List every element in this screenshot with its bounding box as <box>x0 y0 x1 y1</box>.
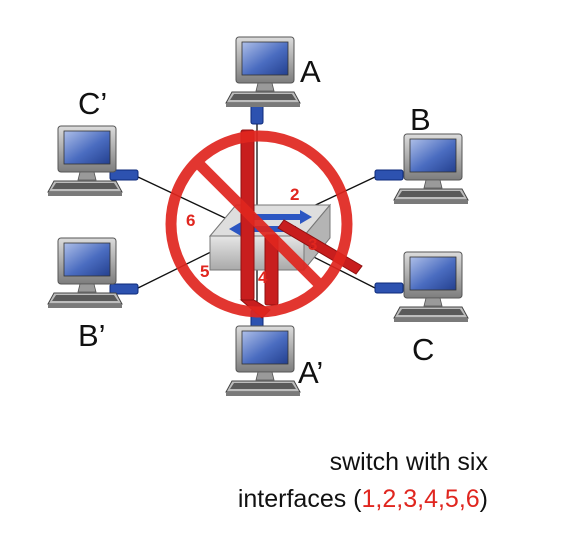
interface-label-4: 4 <box>258 268 268 287</box>
computer-icon <box>393 251 469 323</box>
computer-icon <box>225 325 301 397</box>
interface-label-6: 6 <box>186 211 196 230</box>
caption-line-1: switch with six <box>329 448 488 476</box>
computer-icon <box>47 237 123 309</box>
link-c-prime <box>137 176 226 219</box>
host-label-b: B <box>410 102 431 137</box>
host-label-c-prime: C’ <box>78 86 108 121</box>
host-label-c: C <box>412 332 435 367</box>
host-label-a: A <box>300 54 321 89</box>
caption-prefix: interfaces ( <box>237 485 362 513</box>
prohibition-icon <box>165 130 353 318</box>
interface-label-3: 3 <box>308 235 318 254</box>
computer-icon <box>393 133 469 205</box>
caption-line-2: interfaces (1,2,3,4,5,6) <box>238 487 488 512</box>
link-connectors <box>109 101 404 331</box>
interface-label-2: 2 <box>290 185 300 204</box>
computer-icon <box>225 36 301 108</box>
caption-suffix: ) <box>479 485 488 513</box>
caption-interface-numbers: 1,2,3,4,5,6 <box>361 485 480 513</box>
host-label-b-prime: B’ <box>78 318 106 353</box>
computer-icon <box>47 125 123 197</box>
interface-label-5: 5 <box>200 262 210 281</box>
host-label-a-prime: A’ <box>298 355 324 390</box>
